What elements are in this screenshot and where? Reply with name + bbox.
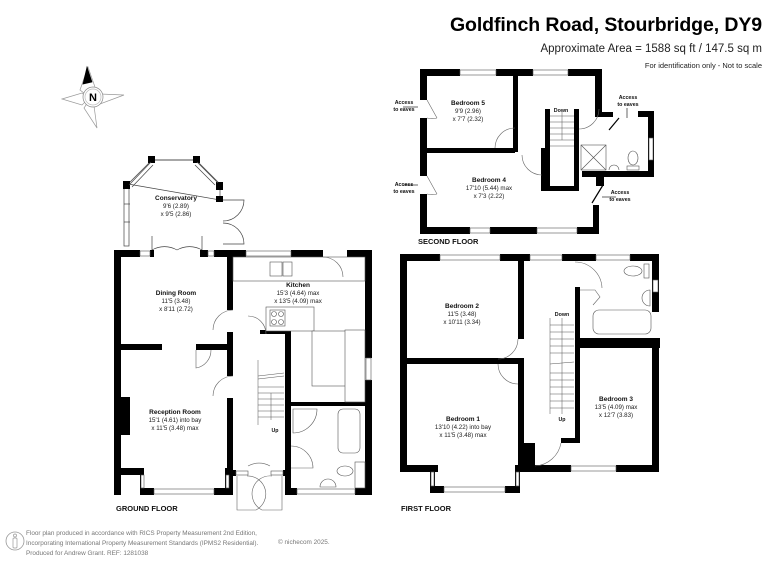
identification-note: For identification only - Not to scale: [644, 61, 762, 70]
room-name-bedroom2: Bedroom 2: [445, 303, 479, 310]
eaves-label-4a: Access: [611, 190, 630, 196]
ground-floor-stairs-up: Up: [271, 428, 279, 434]
footer-line-1: Floor plan produced in accordance with R…: [26, 530, 257, 537]
room-dim1-bedroom2: 11'5 (3.48): [448, 311, 477, 318]
room-dim1-reception: 15'1 (4.61) into bay: [149, 417, 203, 424]
room-dim1-conservatory: 9'6 (2.89): [163, 203, 189, 210]
room-name-bedroom5: Bedroom 5: [451, 100, 485, 107]
compass-icon: [60, 65, 125, 129]
room-dim2-reception: x 11'5 (3.48) max: [151, 425, 199, 432]
room-name-reception: Reception Room: [149, 409, 201, 416]
eaves-label-1b: to eaves: [393, 107, 414, 113]
room-dim1-bedroom4: 17'10 (5.44) max: [466, 185, 513, 192]
footer-line-2: Incorporating International Property Mea…: [26, 540, 259, 547]
room-dim2-bedroom1: x 11'5 (3.48) max: [439, 432, 487, 439]
room-dim2-conservatory: x 9'5 (2.86): [161, 211, 192, 218]
eaves-label-2b: to eaves: [393, 189, 414, 195]
room-name-bedroom4: Bedroom 4: [472, 177, 506, 184]
first-floor-stairs-up: Up: [558, 417, 566, 423]
approximate-area: Approximate Area = 1588 sq ft / 147.5 sq…: [540, 43, 762, 55]
room-dim2-dining: x 8'11 (2.72): [159, 306, 193, 313]
room-name-bedroom3: Bedroom 3: [599, 396, 633, 403]
second-floor-stairs-down: Down: [554, 108, 568, 114]
room-name-conservatory: Conservatory: [155, 195, 197, 202]
room-dim1-bedroom1: 13'10 (4.22) into bay: [435, 424, 492, 431]
footer-line-3: Produced for Andrew Grant. REF: 1281038: [26, 550, 149, 557]
eaves-label-2a: Access: [395, 182, 414, 188]
first-floor-label: FIRST FLOOR: [401, 504, 452, 513]
first-floor-stairs-down: Down: [555, 312, 569, 318]
measurement-person-icon: [5, 531, 25, 551]
second-floor-plan: [403, 69, 654, 234]
eaves-label-3a: Access: [619, 95, 638, 101]
room-name-bedroom1: Bedroom 1: [446, 416, 480, 423]
compass-n-label: N: [89, 92, 97, 104]
eaves-label-1a: Access: [395, 100, 414, 106]
room-dim1-kitchen: 15'3 (4.64) max: [277, 290, 321, 297]
room-dim1-dining: 11'5 (3.48): [162, 298, 191, 305]
ground-floor-plan: [114, 156, 372, 511]
room-dim2-kitchen: x 13'5 (4.09) max: [274, 298, 323, 305]
room-dim2-bedroom4: x 7'3 (2.22): [474, 193, 505, 200]
eaves-label-3b: to eaves: [617, 102, 638, 108]
second-floor-label: SECOND FLOOR: [418, 237, 479, 246]
room-dim2-bedroom3: x 12'7 (3.83): [599, 412, 633, 419]
eaves-label-4b: to eaves: [609, 197, 630, 203]
first-floor-plan: [400, 254, 660, 493]
room-name-dining: Dining Room: [156, 290, 197, 297]
property-title: Goldfinch Road, Stourbridge, DY9: [449, 14, 762, 36]
room-dim2-bedroom5: x 7'7 (2.32): [453, 116, 484, 123]
room-dim2-bedroom2: x 10'11 (3.34): [443, 319, 480, 326]
ground-floor-label: GROUND FLOOR: [116, 504, 178, 513]
room-dim1-bedroom5: 9'9 (2.96): [455, 108, 481, 115]
room-dim1-bedroom3: 13'5 (4.09) max: [595, 404, 639, 411]
room-name-kitchen: Kitchen: [286, 282, 310, 289]
copyright-text: © nichecom 2025.: [278, 539, 330, 546]
footer-text: Floor plan produced in accordance with R…: [26, 529, 258, 559]
